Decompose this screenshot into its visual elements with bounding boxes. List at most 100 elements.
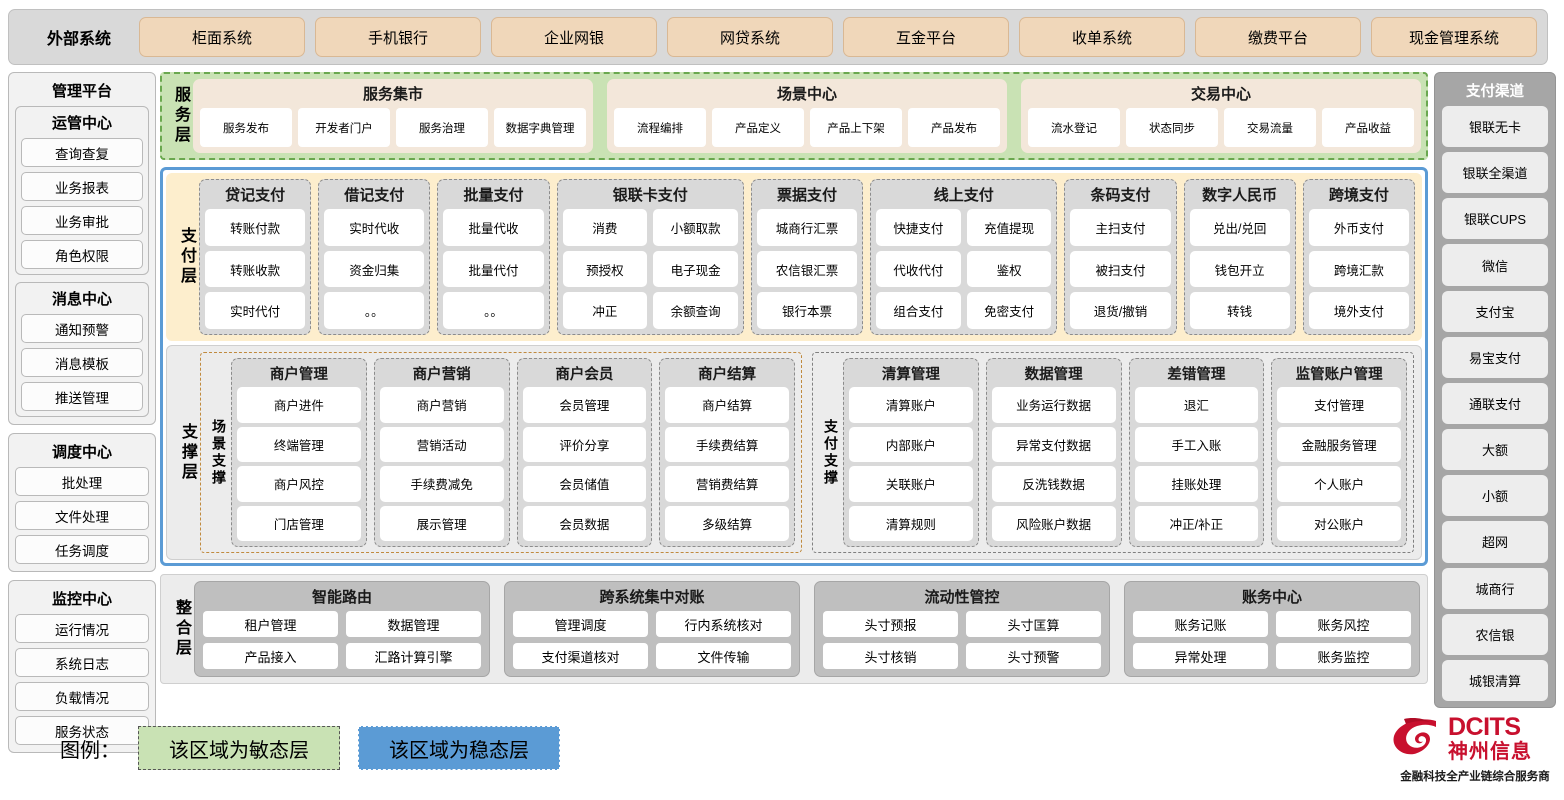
integration-item[interactable]: 账务记账 <box>1133 611 1268 637</box>
payment-channel-item[interactable]: 城银清算 <box>1442 659 1548 702</box>
payment-item[interactable]: 小额取款 <box>653 209 738 246</box>
payment-channel-item[interactable]: 银联无卡 <box>1442 106 1548 148</box>
support-item[interactable]: 商户营销 <box>379 387 504 423</box>
payment-channel-item[interactable]: 城商行 <box>1442 567 1548 609</box>
payment-item[interactable]: 银行本票 <box>756 292 858 330</box>
support-item[interactable]: 业务运行数据 <box>991 387 1116 423</box>
service-item[interactable]: 流程编排 <box>614 108 706 147</box>
payment-item[interactable]: 快捷支付 <box>876 209 961 246</box>
integration-item[interactable]: 账务监控 <box>1276 643 1411 669</box>
payment-item[interactable]: 转钱 <box>1189 292 1290 330</box>
support-item[interactable]: 商户进件 <box>237 387 361 423</box>
payment-item[interactable]: 转账付款 <box>205 209 306 246</box>
integration-item[interactable]: 汇路计算引擎 <box>346 643 481 669</box>
payment-item[interactable]: 。。 <box>443 292 544 330</box>
external-system-item[interactable]: 网贷系统 <box>667 17 833 57</box>
support-item[interactable]: 支付管理 <box>1277 387 1401 423</box>
service-item[interactable]: 产品收益 <box>1322 108 1414 147</box>
service-item[interactable]: 开发者门户 <box>298 108 390 147</box>
payment-item[interactable]: 电子现金 <box>653 250 738 288</box>
support-item[interactable]: 会员储值 <box>522 466 647 502</box>
payment-item[interactable]: 预授权 <box>562 250 648 288</box>
integration-item[interactable]: 头寸预警 <box>966 643 1101 669</box>
payment-item[interactable]: 实时代付 <box>205 292 306 330</box>
payment-item[interactable]: 外币支付 <box>1308 209 1409 246</box>
integration-item[interactable]: 头寸匡算 <box>966 611 1101 637</box>
payment-channel-item[interactable]: 银联CUPS <box>1442 198 1548 240</box>
payment-channel-item[interactable]: 通联支付 <box>1442 382 1548 425</box>
support-item[interactable]: 门店管理 <box>237 505 361 541</box>
support-item[interactable]: 关联账户 <box>849 466 973 502</box>
service-item[interactable]: 状态同步 <box>1126 108 1218 147</box>
integration-item[interactable]: 产品接入 <box>203 643 338 669</box>
service-item[interactable]: 产品定义 <box>712 108 804 147</box>
integration-item[interactable]: 文件传输 <box>656 643 791 669</box>
support-item[interactable]: 清算账户 <box>849 387 973 423</box>
payment-item[interactable]: 充值提现 <box>966 209 1052 246</box>
payment-item[interactable]: 组合支付 <box>876 292 961 330</box>
payment-item[interactable]: 主扫支付 <box>1070 209 1171 246</box>
admin-menu-item[interactable]: 角色权限 <box>21 240 143 269</box>
payment-item[interactable]: 资金归集 <box>324 250 425 288</box>
payment-item[interactable]: 鉴权 <box>966 250 1052 288</box>
support-item[interactable]: 风险账户数据 <box>991 505 1116 541</box>
service-item[interactable]: 产品发布 <box>908 108 1000 147</box>
support-item[interactable]: 手续费减免 <box>379 466 504 502</box>
external-system-item[interactable]: 柜面系统 <box>139 17 305 57</box>
support-item[interactable]: 对公账户 <box>1277 505 1401 541</box>
external-system-item[interactable]: 缴费平台 <box>1195 17 1361 57</box>
support-item[interactable]: 个人账户 <box>1277 466 1401 502</box>
support-item[interactable]: 展示管理 <box>379 505 504 541</box>
admin-menu-item[interactable]: 任务调度 <box>15 535 149 564</box>
payment-item[interactable]: 兑出/兑回 <box>1189 209 1290 246</box>
support-item[interactable]: 商户结算 <box>665 387 789 423</box>
support-item[interactable]: 手工入账 <box>1134 426 1259 462</box>
admin-menu-item[interactable]: 消息模板 <box>21 348 143 377</box>
support-item[interactable]: 退汇 <box>1134 387 1259 423</box>
admin-menu-item[interactable]: 批处理 <box>15 467 149 496</box>
service-item[interactable]: 产品上下架 <box>810 108 902 147</box>
payment-item[interactable]: 代收代付 <box>876 250 961 288</box>
payment-item[interactable]: 。。 <box>324 292 425 330</box>
service-item[interactable]: 数据字典管理 <box>494 108 586 147</box>
payment-channel-item[interactable]: 易宝支付 <box>1442 336 1548 378</box>
integration-item[interactable]: 租户管理 <box>203 611 338 637</box>
support-item[interactable]: 冲正/补正 <box>1134 505 1259 541</box>
payment-item[interactable]: 境外支付 <box>1308 292 1409 330</box>
admin-menu-item[interactable]: 通知预警 <box>21 314 143 343</box>
admin-menu-item[interactable]: 业务报表 <box>21 172 143 201</box>
external-system-item[interactable]: 互金平台 <box>843 17 1009 57</box>
service-item[interactable]: 服务治理 <box>396 108 488 147</box>
integration-item[interactable]: 行内系统核对 <box>656 611 791 637</box>
admin-menu-item[interactable]: 业务审批 <box>21 206 143 235</box>
support-item[interactable]: 手续费结算 <box>665 426 789 462</box>
payment-item[interactable]: 退货/撤销 <box>1070 292 1171 330</box>
external-system-item[interactable]: 企业网银 <box>491 17 657 57</box>
payment-channel-item[interactable]: 超网 <box>1442 521 1548 563</box>
payment-channel-item[interactable]: 农信银 <box>1442 613 1548 655</box>
payment-item[interactable]: 农信银汇票 <box>756 250 858 288</box>
payment-item[interactable]: 冲正 <box>562 292 648 330</box>
external-system-item[interactable]: 手机银行 <box>315 17 481 57</box>
support-item[interactable]: 金融服务管理 <box>1277 426 1401 462</box>
support-item[interactable]: 商户风控 <box>237 466 361 502</box>
admin-menu-item[interactable]: 系统日志 <box>15 648 149 677</box>
payment-item[interactable]: 被扫支付 <box>1070 250 1171 288</box>
support-item[interactable]: 多级结算 <box>665 505 789 541</box>
integration-item[interactable]: 头寸核销 <box>823 643 958 669</box>
support-item[interactable]: 清算规则 <box>849 505 973 541</box>
external-system-item[interactable]: 现金管理系统 <box>1371 17 1537 57</box>
payment-channel-item[interactable]: 支付宝 <box>1442 290 1548 332</box>
payment-item[interactable]: 钱包开立 <box>1189 250 1290 288</box>
admin-menu-item[interactable]: 文件处理 <box>15 501 149 530</box>
integration-item[interactable]: 管理调度 <box>513 611 648 637</box>
service-item[interactable]: 服务发布 <box>200 108 292 147</box>
support-item[interactable]: 异常支付数据 <box>991 426 1116 462</box>
payment-item[interactable]: 批量代付 <box>443 250 544 288</box>
payment-item[interactable]: 城商行汇票 <box>756 209 858 246</box>
admin-menu-item[interactable]: 推送管理 <box>21 382 143 411</box>
payment-item[interactable]: 免密支付 <box>966 292 1052 330</box>
service-item[interactable]: 交易流量 <box>1224 108 1316 147</box>
integration-item[interactable]: 数据管理 <box>346 611 481 637</box>
service-item[interactable]: 流水登记 <box>1028 108 1120 147</box>
